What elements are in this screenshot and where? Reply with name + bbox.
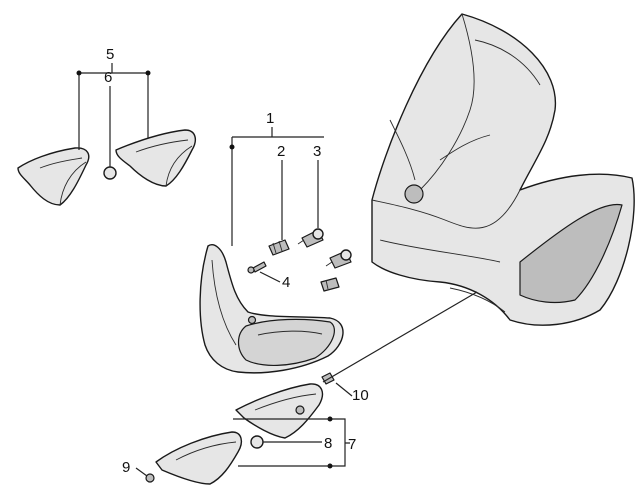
halogen-bulb-lower (325, 249, 352, 269)
turn-signal-upper-left (17, 147, 90, 206)
callout-5: 5 (106, 46, 114, 63)
callout-10: 10 (352, 387, 369, 404)
bulb-socket-left (268, 239, 290, 256)
front-shield (371, 13, 635, 326)
headlamp-assembly (199, 244, 344, 374)
bulb-upper (103, 166, 117, 180)
callout-8: 8 (324, 435, 332, 452)
turn-signal-lower-bottom (155, 431, 243, 485)
turn-signal-upper-right (115, 129, 197, 187)
callout-6: 6 (104, 69, 112, 86)
callout-2: 2 (277, 143, 285, 160)
leader-lines (76, 63, 478, 477)
shield-fastener (404, 184, 424, 204)
callout-7: 7 (348, 436, 356, 453)
turn-signal-lower-upper (235, 383, 324, 439)
callout-4: 4 (282, 274, 290, 291)
screw-headlamp (247, 261, 267, 274)
callout-3: 3 (313, 143, 321, 160)
callout-1: 1 (266, 110, 274, 127)
callout-9: 9 (122, 459, 130, 476)
screw-turn-signal (145, 473, 155, 483)
bulb-lower (250, 435, 264, 449)
bulb-socket-lower (320, 277, 340, 292)
halogen-bulb-upper (297, 228, 324, 248)
